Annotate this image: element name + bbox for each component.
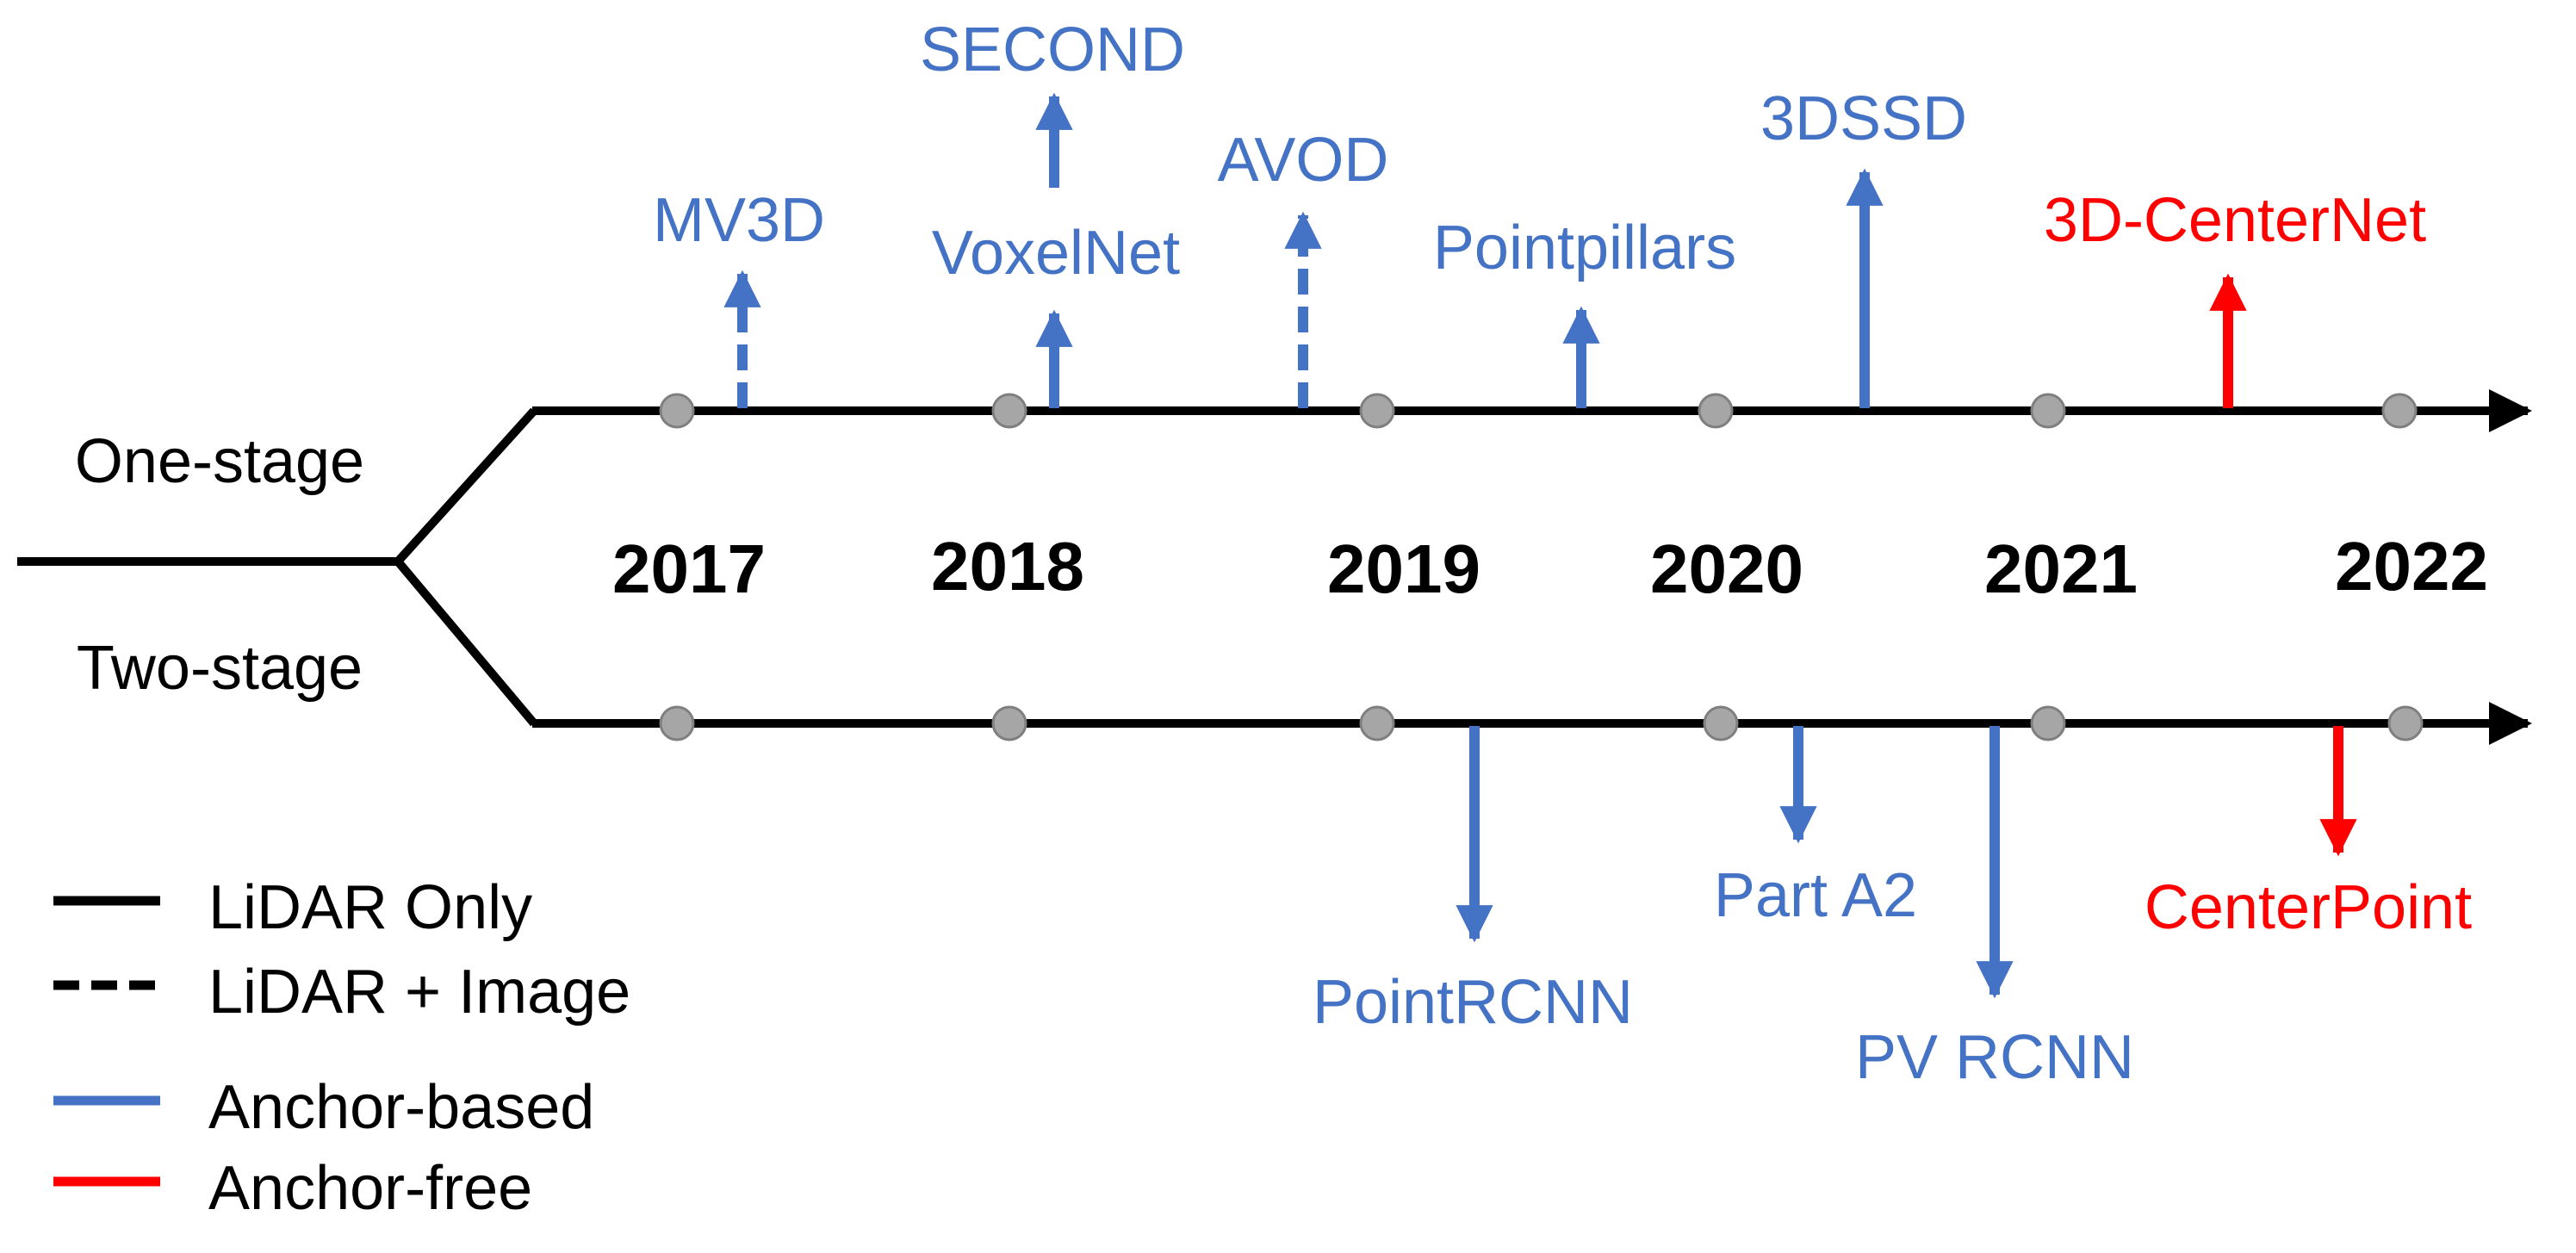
year-node bbox=[1703, 705, 1739, 741]
year-node bbox=[2387, 705, 2424, 741]
one-stage-label: One-stage bbox=[75, 427, 364, 496]
legend-anchor-free-label: Anchor-free bbox=[208, 1154, 532, 1223]
legend: LiDAR Only LiDAR + Image Anchor-based An… bbox=[53, 873, 630, 1223]
one-stage-year-nodes bbox=[659, 393, 2418, 429]
year-node bbox=[991, 705, 1027, 741]
year-node bbox=[1698, 393, 1734, 429]
year-node bbox=[1359, 705, 1395, 741]
year-label-2018: 2018 bbox=[931, 528, 1084, 605]
pvrcnn-label: PV RCNN bbox=[1855, 1023, 2134, 1092]
centernet3d-label: 3D-CenterNet bbox=[2044, 186, 2426, 255]
legend-lidar-only-label: LiDAR Only bbox=[208, 873, 532, 942]
year-node bbox=[991, 393, 1027, 429]
year-label-2021: 2021 bbox=[1984, 530, 2138, 607]
branch-up-connector bbox=[394, 407, 537, 565]
year-label-2019: 2019 bbox=[1327, 530, 1480, 607]
year-node bbox=[2030, 393, 2066, 429]
second-label: SECOND bbox=[920, 16, 1185, 84]
year-node bbox=[2030, 705, 2066, 741]
pointpillars-label: Pointpillars bbox=[1433, 214, 1736, 282]
centerpoint-label: CenterPoint bbox=[2145, 873, 2472, 942]
branch-down-connector bbox=[394, 558, 537, 727]
avod-label: AVOD bbox=[1218, 126, 1389, 195]
legend-anchor-based-label: Anchor-based bbox=[208, 1073, 594, 1142]
two-stage-year-nodes bbox=[659, 705, 2424, 741]
year-node bbox=[659, 393, 695, 429]
legend-lidar-image-label: LiDAR + Image bbox=[208, 958, 630, 1027]
year-node bbox=[1359, 393, 1395, 429]
parta2-label: Part A2 bbox=[1714, 861, 1917, 930]
threedssd-label: 3DSSD bbox=[1760, 84, 1967, 153]
year-node bbox=[2381, 393, 2418, 429]
pointrcnn-label: PointRCNN bbox=[1313, 968, 1633, 1037]
voxelnet-label: VoxelNet bbox=[932, 219, 1180, 288]
year-label-2017: 2017 bbox=[612, 530, 766, 607]
year-label-2022: 2022 bbox=[2335, 528, 2488, 605]
two-stage-label: Two-stage bbox=[77, 634, 363, 703]
year-label-2020: 2020 bbox=[1650, 530, 1803, 607]
mv3d-label: MV3D bbox=[653, 186, 825, 255]
year-node bbox=[659, 705, 695, 741]
